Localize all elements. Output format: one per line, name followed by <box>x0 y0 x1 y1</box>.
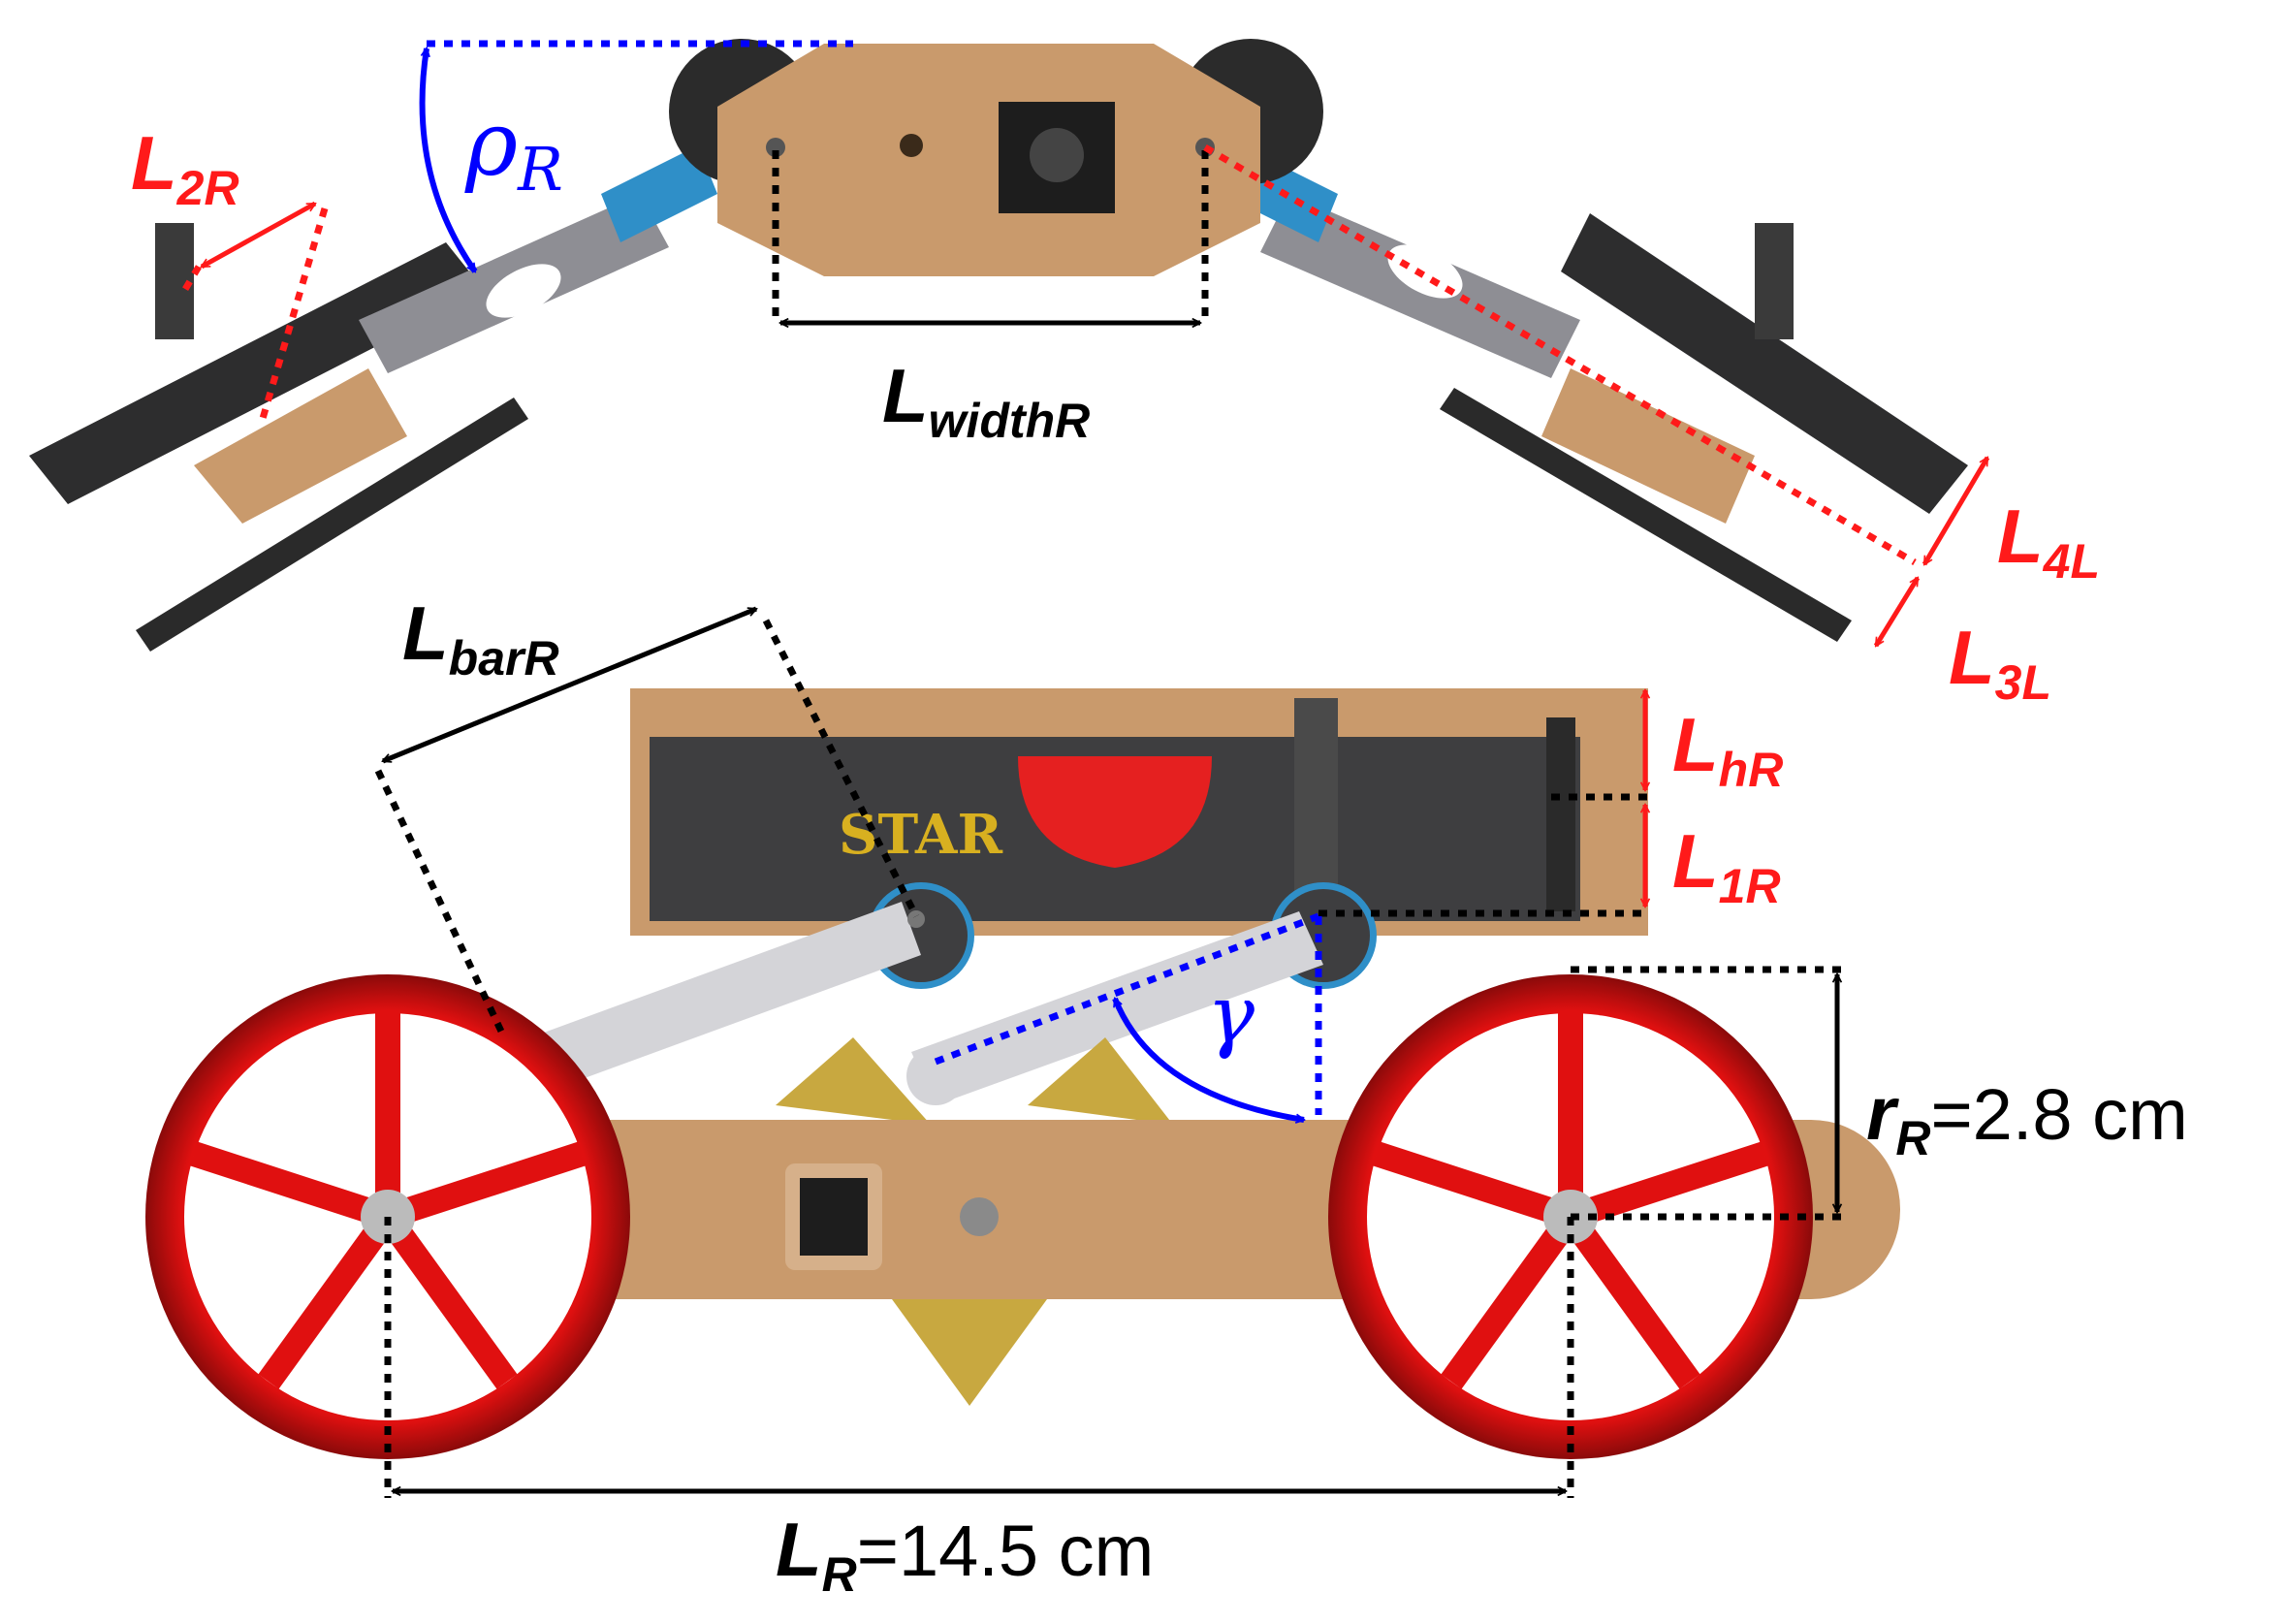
right-dark-plate <box>1561 213 1968 514</box>
top-camera-lens <box>1030 128 1084 182</box>
label-lwidthr: LwidthR <box>882 353 1090 448</box>
left-link-bar <box>504 902 921 1100</box>
top-left-pivot <box>766 138 785 157</box>
right-link-slot <box>1387 244 1463 299</box>
rho-arc <box>419 48 478 271</box>
vertical-rack <box>1294 698 1338 911</box>
right-servo <box>1755 223 1794 339</box>
label-l3l: L3L <box>1949 615 2051 710</box>
top-center-body <box>717 44 1260 276</box>
left-motor-mount <box>194 368 407 524</box>
l3l-arrow <box>1873 578 1921 646</box>
upper-pivot-dot <box>907 910 925 928</box>
gamma-arc <box>1112 999 1304 1120</box>
left-arm <box>29 145 717 652</box>
left-track <box>136 398 528 652</box>
left-blue-gear <box>601 145 717 242</box>
right-bar-end <box>906 1047 965 1105</box>
label-lhr: LhR <box>1672 702 1783 797</box>
l2r-arrow <box>202 201 315 270</box>
right-gear-stack <box>1546 717 1575 911</box>
label-rho-r: ρR <box>464 92 563 205</box>
label-lbarr: LbarR <box>402 590 559 685</box>
lbar-dotted-left <box>374 769 508 1039</box>
right-arm-red-dotted <box>1203 143 1917 566</box>
left-dark-plate <box>29 242 485 504</box>
chassis-button <box>960 1197 999 1236</box>
label-l4l: L4L <box>1997 494 2100 589</box>
left-wheel-spokes <box>189 1013 587 1389</box>
l4l-arrow <box>1922 458 1990 564</box>
label-l1r: L1R <box>1672 818 1781 913</box>
lbar-arrow <box>383 606 756 764</box>
label-l2r: L2R <box>131 120 239 215</box>
lbar-dotted-right <box>762 619 920 918</box>
red-spring <box>1018 756 1212 868</box>
right-arm <box>1222 145 1968 642</box>
l2r-dotted-2 <box>180 265 203 293</box>
right-track <box>1440 388 1852 642</box>
label-lr: LR=14.5 cm <box>776 1507 1154 1602</box>
chassis-switch <box>800 1178 868 1256</box>
top-dimensions <box>180 40 1990 646</box>
label-gamma: γ <box>1207 970 1255 1062</box>
top-view-robot <box>29 39 1968 652</box>
side-dimensions <box>374 606 1842 1498</box>
brass-fin-3 <box>892 1299 1047 1406</box>
side-view-robot: STAR <box>145 688 1900 1459</box>
right-wheel-spokes <box>1372 1013 1769 1389</box>
label-rr: rR=2.8 cm <box>1866 1070 2188 1165</box>
brass-fin-1 <box>776 1037 931 1125</box>
left-link-slot <box>486 264 561 318</box>
top-body-hole <box>900 134 923 157</box>
right-motor-mount <box>1541 368 1755 524</box>
